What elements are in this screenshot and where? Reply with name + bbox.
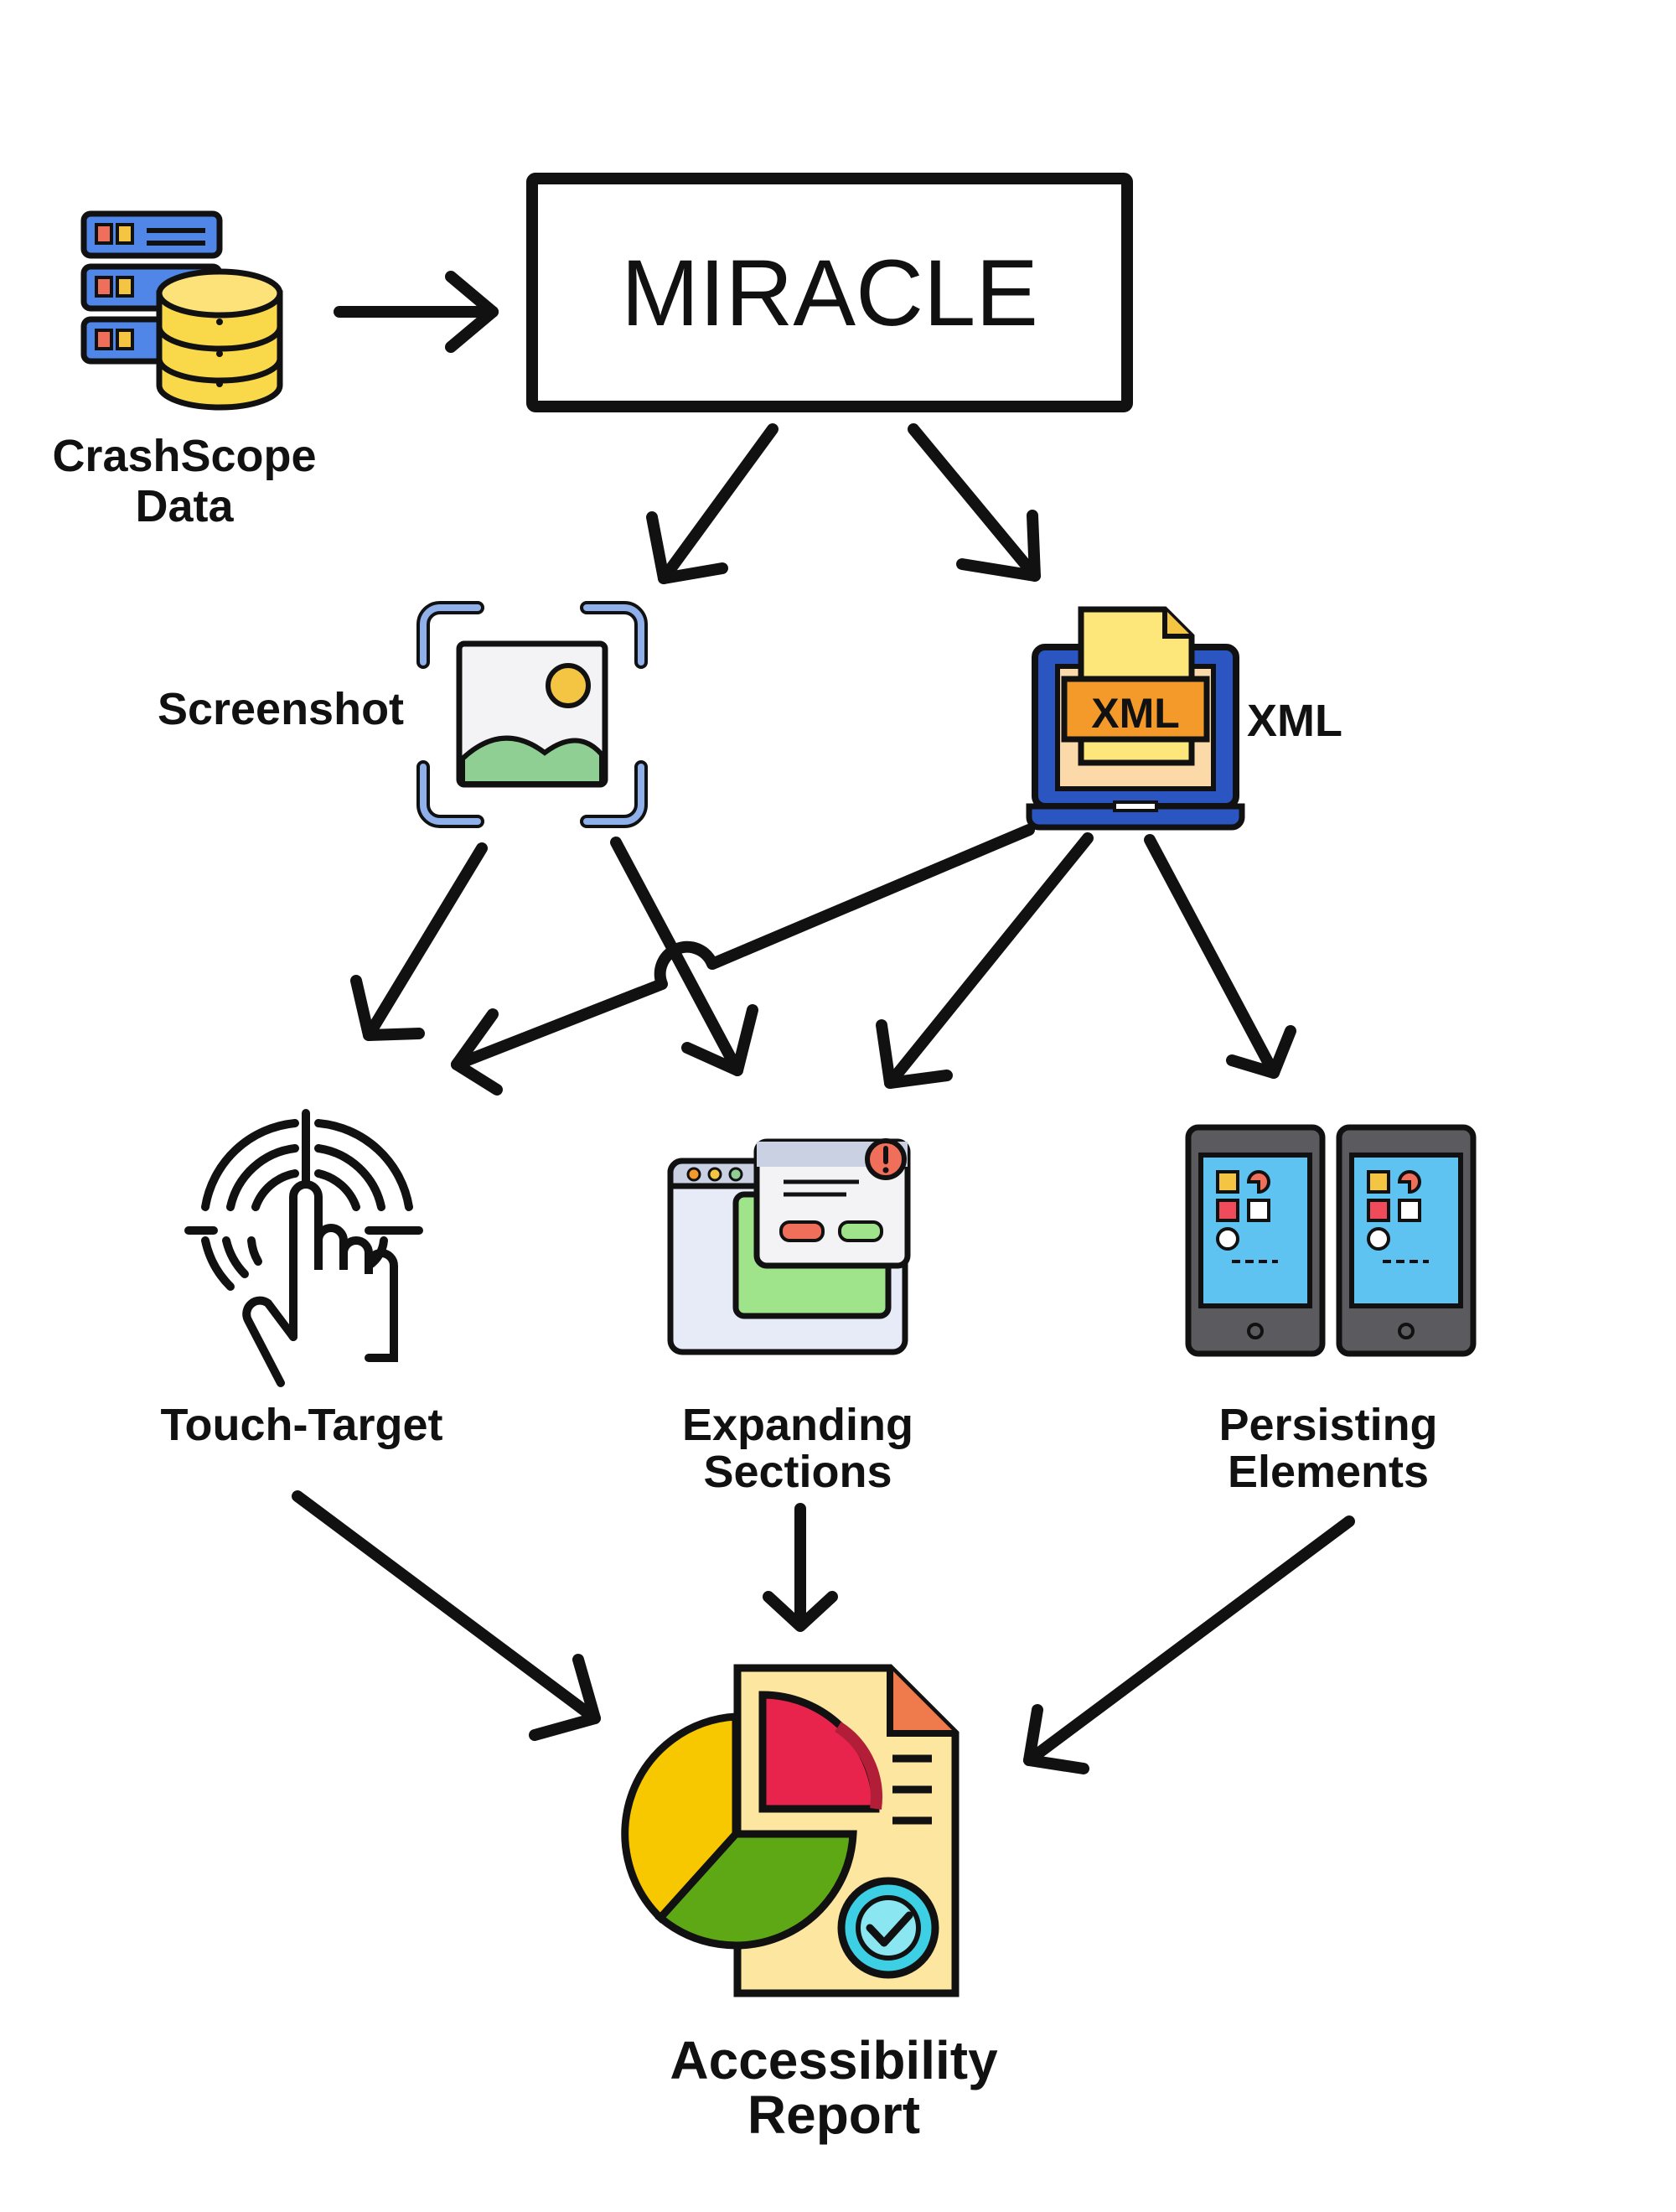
arrow-touch-to-report bbox=[292, 1490, 601, 1741]
touch-target-label: Touch-Target bbox=[161, 1400, 443, 1450]
arrow-xml-to-touch bbox=[451, 824, 1035, 1096]
expanding-label-line2: Sections bbox=[703, 1447, 892, 1497]
screenshot-label: Screenshot bbox=[158, 684, 404, 734]
arrow-expanding-to-report bbox=[763, 1503, 838, 1632]
arrow-screenshot-to-touch bbox=[350, 842, 488, 1041]
source-label-line2: Data bbox=[135, 481, 234, 531]
arrow-xml-to-persisting bbox=[1144, 834, 1296, 1079]
arrow-xml-to-expanding bbox=[876, 832, 1094, 1089]
xml-label: XML bbox=[1247, 696, 1342, 746]
persisting-label-line1: Persisting bbox=[1218, 1400, 1437, 1450]
arrow-miracle-to-xml bbox=[908, 423, 1041, 582]
accessibility-report-icon bbox=[621, 1664, 960, 1997]
miracle-title: MIRACLE bbox=[621, 241, 1038, 345]
xml-laptop-icon: XML bbox=[1026, 606, 1245, 831]
arrow-source-to-miracle bbox=[334, 271, 499, 353]
expanding-sections-icon bbox=[667, 1138, 911, 1355]
arrow-miracle-to-screenshot bbox=[646, 423, 779, 584]
phone-icon-right bbox=[1336, 1124, 1477, 1357]
persisting-elements-icon bbox=[1185, 1124, 1477, 1357]
expanding-label-line1: Expanding bbox=[682, 1400, 913, 1450]
xml-icon-text: XML bbox=[1091, 690, 1180, 737]
screenshot-icon bbox=[416, 601, 648, 828]
arrow-screenshot-to-expanding bbox=[610, 837, 758, 1076]
persisting-label-line2: Elements bbox=[1228, 1447, 1429, 1497]
arrow-persisting-to-report bbox=[1023, 1515, 1355, 1774]
report-label-line1: Accessibility bbox=[670, 2030, 998, 2090]
touch-target-icon bbox=[184, 1109, 423, 1387]
database-server-icon bbox=[80, 210, 283, 411]
report-label-line2: Report bbox=[747, 2085, 920, 2145]
phone-icon-left bbox=[1185, 1124, 1326, 1357]
miracle-box bbox=[526, 173, 1133, 412]
source-label-line1: CrashScope bbox=[52, 431, 316, 481]
